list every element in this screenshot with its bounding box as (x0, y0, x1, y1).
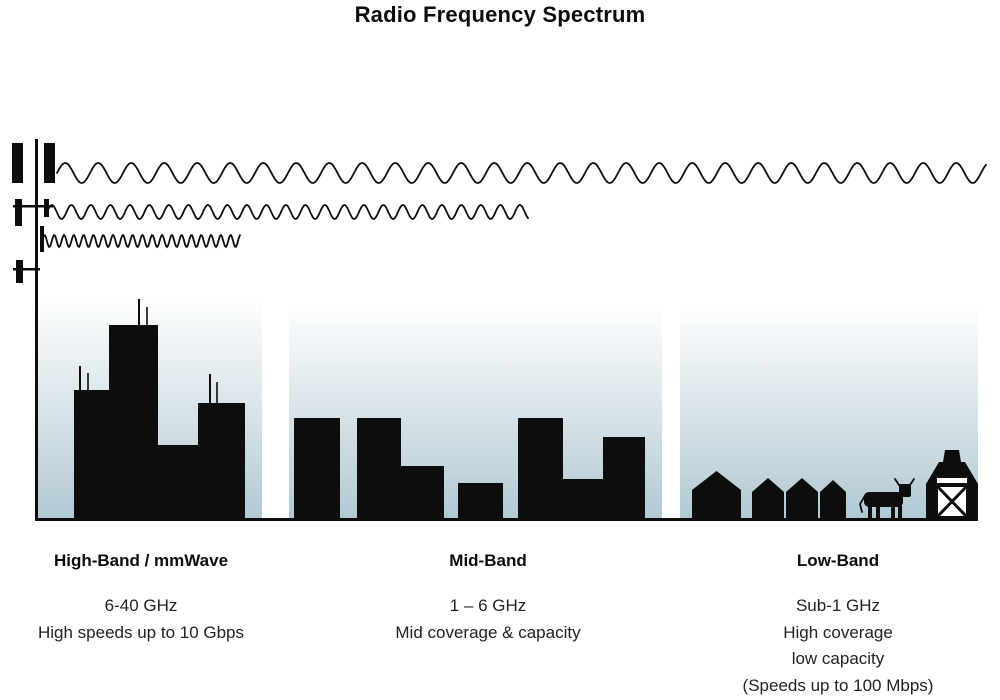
band-detail: High speeds up to 10 Gbps (37, 622, 245, 642)
ground-baseline (35, 518, 978, 521)
cow-icon (859, 478, 915, 519)
houses-icon (692, 471, 846, 519)
mid-frequency-wave (46, 204, 529, 220)
radio-waves (41, 162, 987, 249)
page-title: Radio Frequency Spectrum (354, 2, 646, 27)
band-detail: 6-40 GHz (104, 596, 178, 615)
skyline-mid-band-icon (294, 418, 645, 519)
band-label-low: Low-Band Sub-1 GHz High coverage low cap… (688, 551, 988, 699)
band-name: Mid-Band (449, 551, 527, 570)
cell-tower-icon (12, 139, 55, 519)
band-detail: Sub-1 GHz (795, 596, 881, 615)
band-detail: High coverage (783, 622, 893, 642)
band-label-mid: Mid-Band 1 – 6 GHz Mid coverage & capaci… (358, 551, 618, 646)
band-detail: (Speeds up to 100 Mbps) (742, 675, 934, 695)
barn-door-cross (936, 485, 968, 518)
band-label-high: High-Band / mmWave 6-40 GHz High speeds … (10, 551, 272, 646)
band-detail: Mid coverage & capacity (395, 622, 581, 642)
tower-mast (35, 139, 38, 519)
spectrum-graphic (12, 139, 987, 521)
low-frequency-wave (56, 162, 987, 184)
band-name: Low-Band (796, 551, 880, 570)
band-detail: low capacity (791, 649, 885, 668)
band-name: High-Band / mmWave (53, 551, 229, 570)
barn-icon (926, 450, 978, 519)
barn-loft-slot (937, 478, 967, 483)
high-frequency-wave (41, 233, 241, 249)
skyline-high-band-icon (74, 299, 245, 519)
band-detail: 1 – 6 GHz (449, 596, 527, 615)
